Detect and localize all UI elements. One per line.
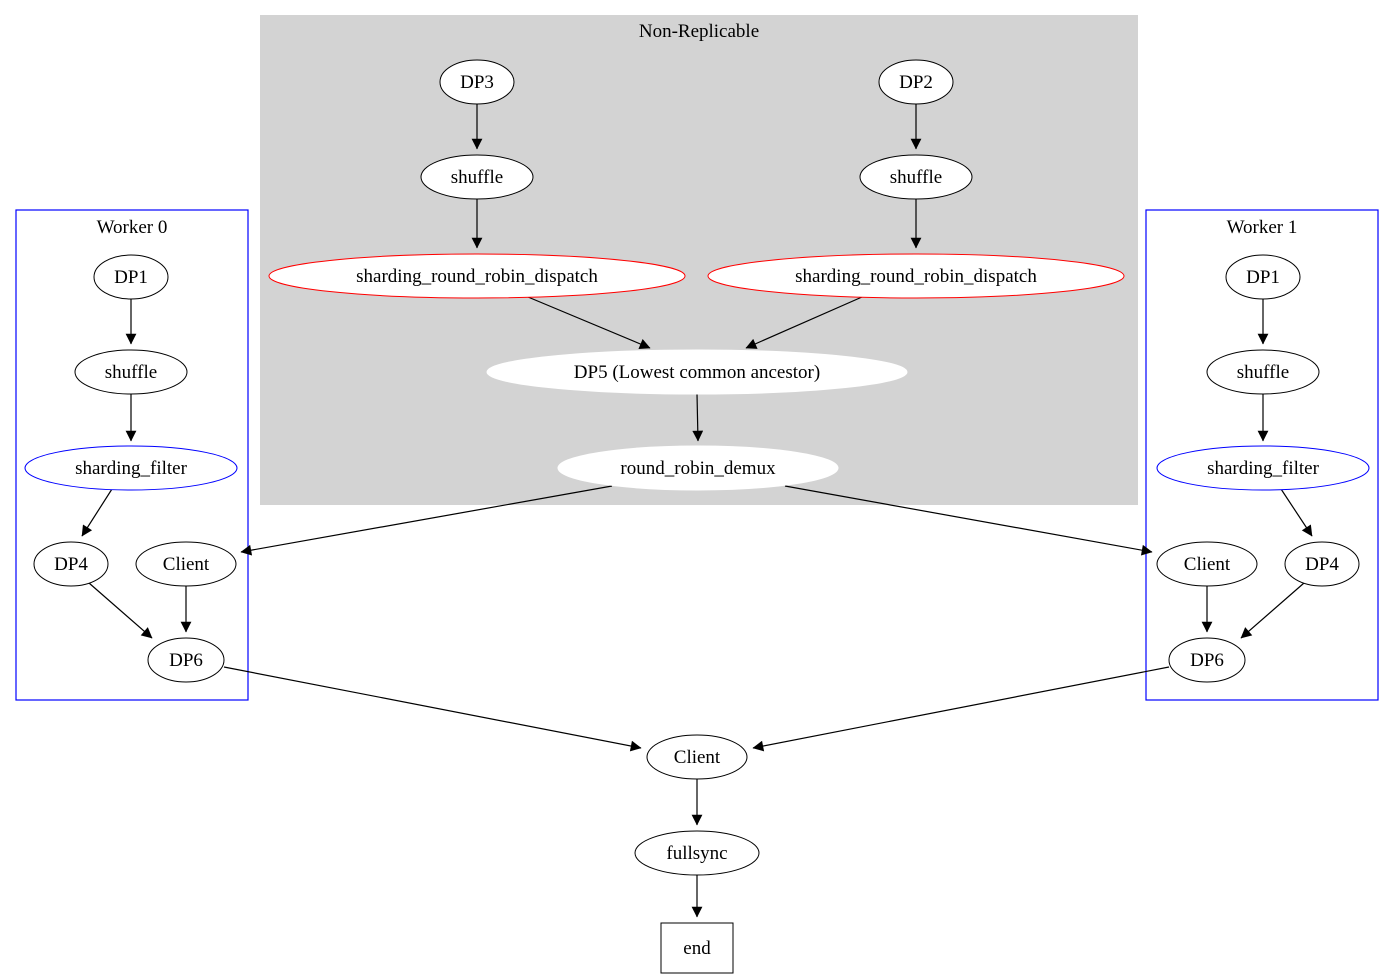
node-w0-dp4: DP4: [33, 541, 109, 587]
node-w0-sharding-filter-shape: [24, 445, 238, 491]
node-fullsync-shape: [634, 830, 760, 876]
node-dp5-label: DP5 (Lowest common ancestor): [574, 362, 820, 383]
node-fullsync: fullsync: [634, 830, 760, 876]
node-shuffle-c1-label: shuffle: [451, 167, 503, 188]
node-w1-shuffle: shuffle: [1206, 349, 1320, 395]
node-srrd-right-label: sharding_round_robin_dispatch: [795, 266, 1037, 287]
edge-w0-dp6-client: [223, 666, 642, 752]
node-w0-dp1: DP1: [93, 254, 169, 300]
node-client-main: Client: [646, 734, 748, 780]
node-w0-dp6: DP6: [147, 637, 225, 683]
edge-demux-w0-client: [240, 485, 613, 556]
node-w1-dp1-label: DP1: [1246, 267, 1280, 288]
cluster-worker-1: Worker 1: [1145, 209, 1379, 701]
node-w1-dp6-label: DP6: [1190, 650, 1224, 671]
node-w1-dp1-shape: [1225, 254, 1301, 300]
edge-srrd-right-dp5: [745, 296, 863, 349]
cluster-non-replicable-label: Non-Replicable: [639, 21, 759, 42]
node-shuffle-c1-shape: [420, 154, 534, 200]
node-w0-shuffle-label: shuffle: [105, 362, 157, 383]
node-w1-dp1: DP1: [1225, 254, 1301, 300]
cluster-worker-0: Worker 0: [15, 209, 249, 701]
node-shuffle-c2-shape: [859, 154, 973, 200]
cluster-worker-0-label: Worker 0: [97, 217, 168, 238]
edge-dp5-demux: [692, 393, 704, 442]
node-w1-client-shape: [1156, 541, 1258, 587]
node-w0-client-label: Client: [163, 554, 210, 575]
edge-w1-dp6-client: [752, 666, 1170, 752]
cluster-worker-0-box: [15, 209, 249, 701]
node-sharding-round-robin-dispatch-left: sharding_round_robin_dispatch: [268, 253, 686, 299]
node-w1-client-label: Client: [1184, 554, 1231, 575]
node-w1-shuffle-label: shuffle: [1237, 362, 1289, 383]
node-end-label: end: [683, 938, 711, 959]
node-w1-client: Client: [1156, 541, 1258, 587]
node-dp3-shape: [439, 59, 515, 105]
node-w0-dp4-shape: [33, 541, 109, 587]
node-round-robin-demux: round_robin_demux: [557, 445, 839, 491]
node-w0-sharding-filter-label: sharding_filter: [75, 458, 188, 479]
node-dp2-label: DP2: [899, 72, 933, 93]
node-w1-sharding-filter: sharding_filter: [1156, 445, 1370, 491]
node-srrd-left-label: sharding_round_robin_dispatch: [356, 266, 598, 287]
node-w0-dp6-shape: [147, 637, 225, 683]
edge-w1-filter-dp4: [1280, 488, 1313, 537]
node-end-shape: [660, 922, 734, 974]
node-sharding-round-robin-dispatch-right: sharding_round_robin_dispatch: [707, 253, 1125, 299]
node-srrd-right-shape: [707, 253, 1125, 299]
edge-demux-w1-client: [784, 485, 1153, 556]
node-end: end: [660, 922, 734, 974]
edge-w0-filter-dp4: [81, 488, 113, 537]
node-w0-client-shape: [135, 541, 237, 587]
node-client-main-label: Client: [674, 747, 721, 768]
cluster-worker-1-label: Worker 1: [1227, 217, 1298, 238]
edges: [81, 104, 1313, 918]
node-w1-dp4-label: DP4: [1305, 554, 1339, 575]
node-dp5: DP5 (Lowest common ancestor): [486, 349, 908, 395]
edge-w0-dp4-dp6: [88, 582, 153, 639]
node-shuffle-c1: shuffle: [420, 154, 534, 200]
node-w1-dp6-shape: [1168, 637, 1246, 683]
edge-w1-dp4-dp6: [1240, 582, 1305, 639]
node-w0-dp1-label: DP1: [114, 267, 148, 288]
node-dp5-shape: [486, 349, 908, 395]
node-w1-shuffle-shape: [1206, 349, 1320, 395]
node-w0-shuffle-shape: [74, 349, 188, 395]
node-round-robin-demux-shape: [557, 445, 839, 491]
node-client-main-shape: [646, 734, 748, 780]
node-dp3-label: DP3: [460, 72, 494, 93]
node-w0-dp4-label: DP4: [54, 554, 88, 575]
node-w0-shuffle: shuffle: [74, 349, 188, 395]
node-w0-sharding-filter: sharding_filter: [24, 445, 238, 491]
node-dp2: DP2: [878, 59, 954, 105]
node-w1-dp4-shape: [1284, 541, 1360, 587]
edge-srrd-left-dp5: [527, 296, 651, 350]
node-shuffle-c2: shuffle: [859, 154, 973, 200]
node-dp3: DP3: [439, 59, 515, 105]
node-srrd-left-shape: [268, 253, 686, 299]
node-w0-dp6-label: DP6: [169, 650, 203, 671]
node-w1-dp4: DP4: [1284, 541, 1360, 587]
node-w1-sharding-filter-label: sharding_filter: [1207, 458, 1320, 479]
node-w0-client: Client: [135, 541, 237, 587]
node-shuffle-c2-label: shuffle: [890, 167, 942, 188]
node-w1-sharding-filter-shape: [1156, 445, 1370, 491]
node-w0-dp1-shape: [93, 254, 169, 300]
node-w1-dp6: DP6: [1168, 637, 1246, 683]
node-dp2-shape: [878, 59, 954, 105]
node-round-robin-demux-label: round_robin_demux: [620, 458, 776, 479]
node-fullsync-label: fullsync: [666, 843, 727, 864]
cluster-worker-1-box: [1145, 209, 1379, 701]
